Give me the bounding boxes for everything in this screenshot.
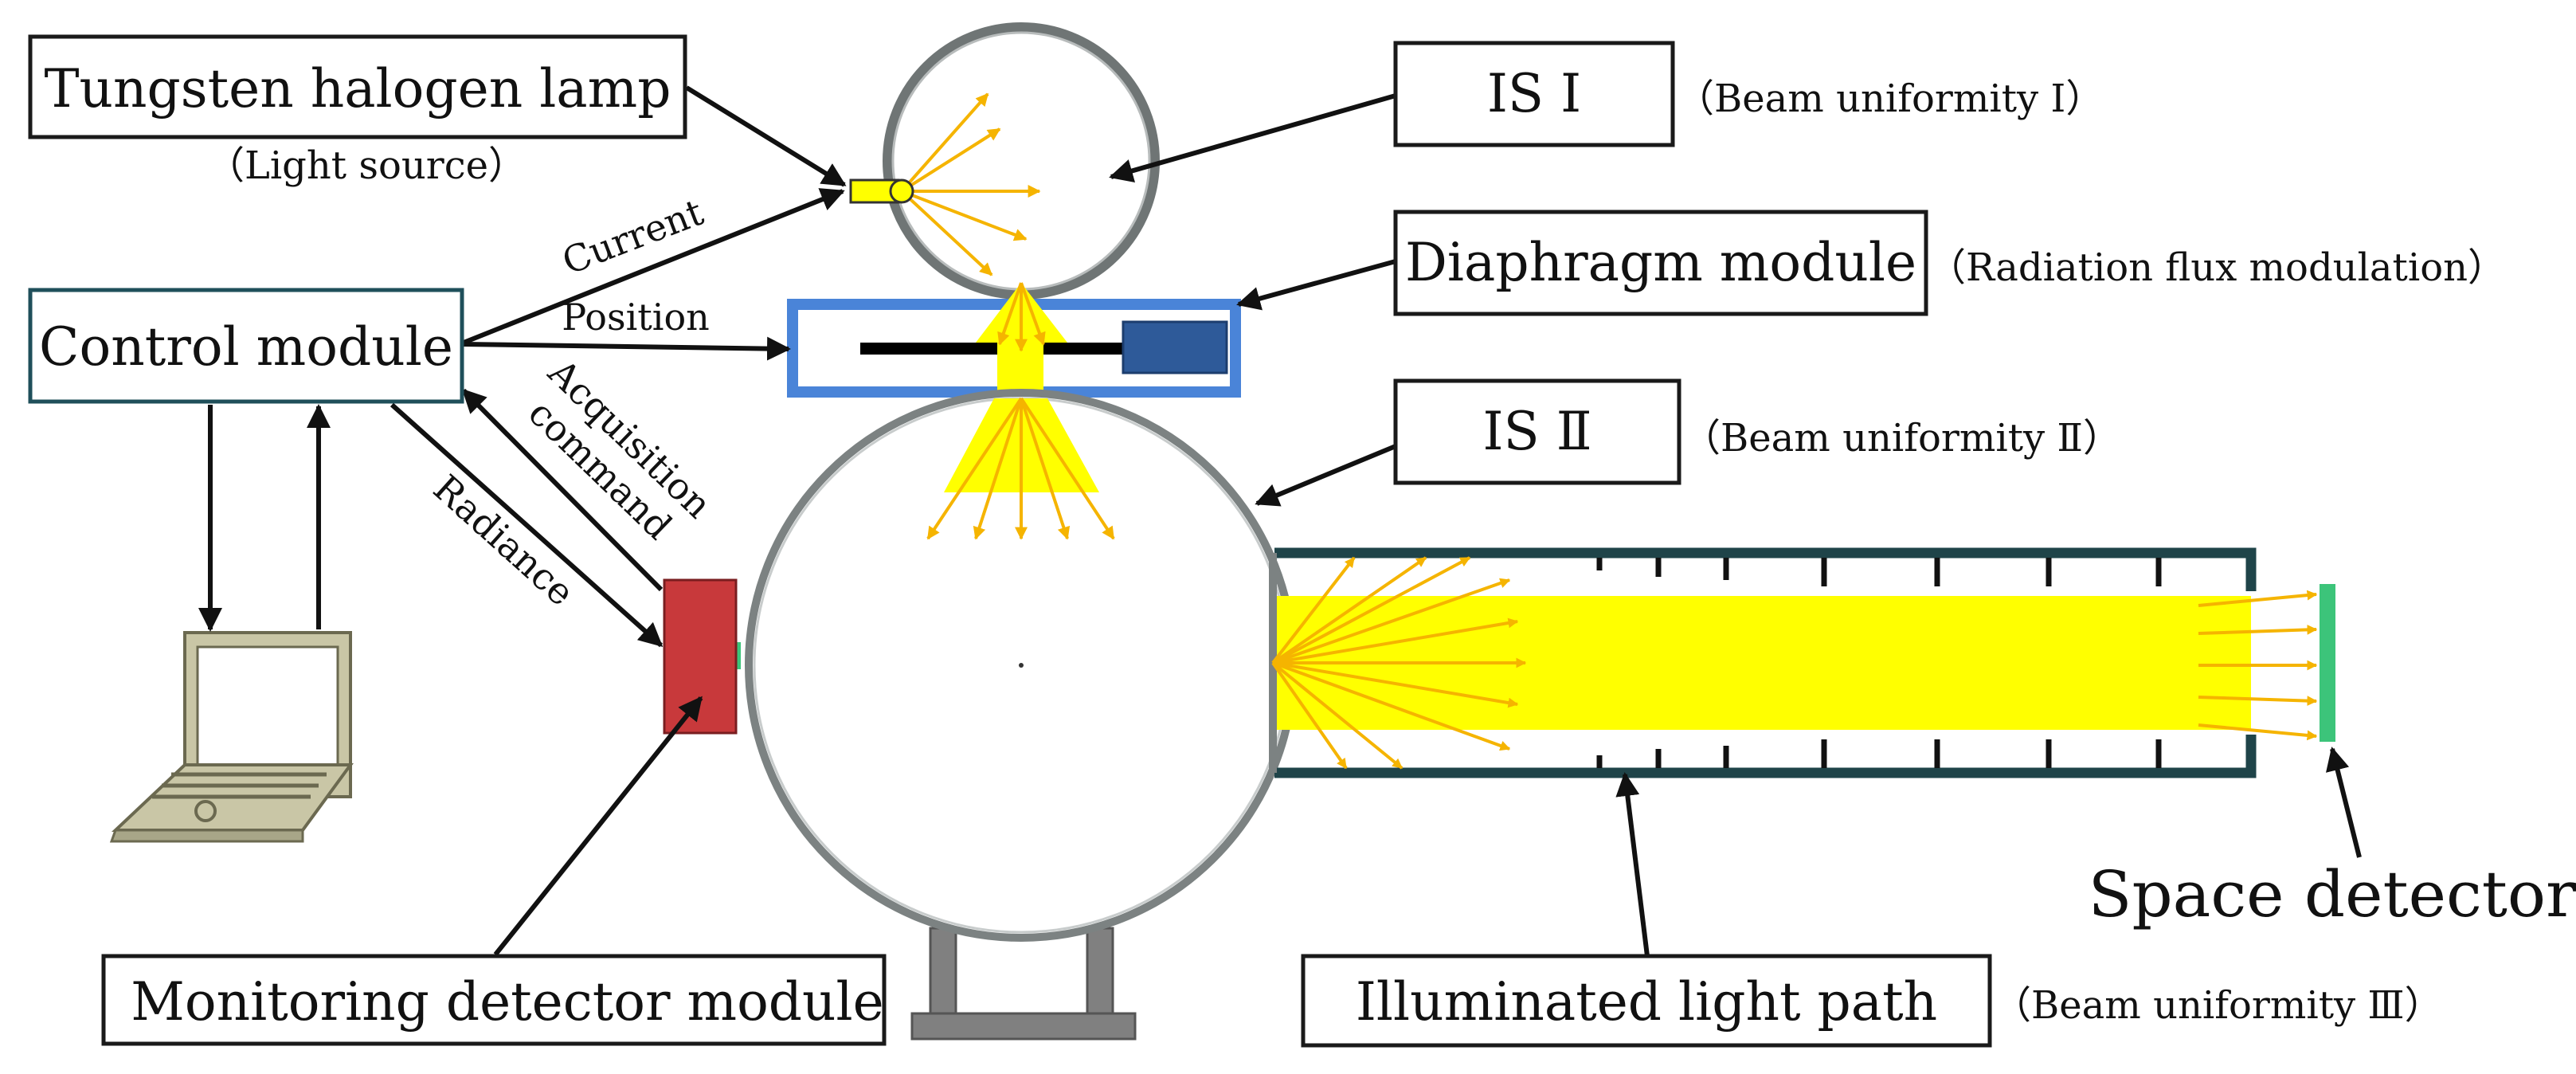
space-detector-label: Space detector xyxy=(2089,857,2576,931)
svg-text:IS Ⅰ: IS Ⅰ xyxy=(1487,63,1581,124)
lamp-rays xyxy=(900,92,1041,276)
svg-text:Tungsten halogen lamp: Tungsten halogen lamp xyxy=(44,58,671,120)
illuminated-light-path xyxy=(1269,547,2318,778)
svg-text:Illuminated light path: Illuminated light path xyxy=(1356,971,1937,1033)
svg-text:IS Ⅱ: IS Ⅱ xyxy=(1482,401,1591,462)
sphere-stand xyxy=(910,927,1137,1041)
connection-arrows xyxy=(198,85,2362,957)
path-rays xyxy=(1271,556,2318,770)
light-path-sublabel: （Beam uniformity Ⅲ） xyxy=(1993,983,2443,1028)
lamp-label-arrow xyxy=(685,85,847,187)
acquisition-arrow xyxy=(461,388,664,592)
current-signal-label: Current xyxy=(557,190,710,284)
monitor-label-arrow xyxy=(493,696,703,956)
tungsten-halogen-lamp xyxy=(849,178,914,204)
radiance-arrow xyxy=(390,402,664,648)
baffles xyxy=(1596,558,2162,768)
is2-sublabel: （Beam uniformity Ⅱ） xyxy=(1682,416,2121,461)
is1-label-arrow xyxy=(1109,93,1396,183)
diaphragm-label: Diaphragm module xyxy=(1393,210,1928,316)
svg-text:Diaphragm module: Diaphragm module xyxy=(1405,232,1916,293)
is2-label: IS Ⅱ xyxy=(1393,378,1681,485)
beam-into-sphere xyxy=(926,397,1115,540)
diaphragm-sublabel: （Radiation flux modulation） xyxy=(1928,245,2506,290)
lamp-label: Tungsten halogen lamp xyxy=(28,34,687,139)
monitor-label: Monitoring detector module xyxy=(101,954,887,1046)
position-signal-label: Position xyxy=(562,296,710,339)
svg-text:Monitoring detector module: Monitoring detector module xyxy=(131,971,883,1033)
path-label-arrow xyxy=(1615,772,1650,957)
svg-text:Control module: Control module xyxy=(39,316,453,378)
laptop-icon xyxy=(109,631,354,843)
space-label-arrow xyxy=(2325,747,2362,858)
is1-sublabel: （Beam uniformity Ⅰ） xyxy=(1676,76,2104,121)
is1-label: IS Ⅰ xyxy=(1393,41,1675,147)
position-arrow xyxy=(463,336,791,361)
monitoring-detector xyxy=(663,578,738,735)
is2-label-arrow xyxy=(1255,444,1397,507)
integrating-sphere-1 xyxy=(883,22,1160,300)
space-detector xyxy=(2320,584,2335,742)
current-arrow xyxy=(462,188,845,345)
light-path-label: Illuminated light path xyxy=(1301,954,1992,1048)
lamp-sublabel: （Light source） xyxy=(206,143,527,188)
control-module: Control module xyxy=(28,288,464,404)
diaphragm-label-arrow xyxy=(1236,259,1396,311)
